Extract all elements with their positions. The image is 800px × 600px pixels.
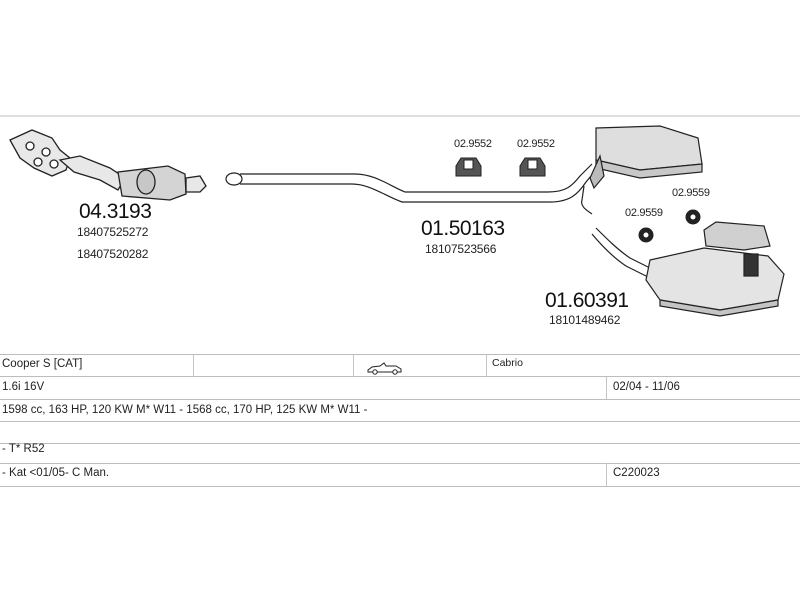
centre-silencer-drawing <box>589 125 703 190</box>
model-cell: Cooper S [CAT] <box>2 358 83 370</box>
rear-silencer-oem-ref: 18101489462 <box>549 313 621 327</box>
hanger-b-part-number: 02.9552 <box>517 138 555 150</box>
rear-silencer-part-number: 01.60391 <box>545 289 629 312</box>
cabrio-car-icon <box>367 362 402 375</box>
manifold-oem-ref-1: 18407525272 <box>77 225 149 239</box>
chassis-type-cell: - T* R52 <box>2 443 45 455</box>
ring-drawing <box>638 209 701 243</box>
specs-cell: 1598 cc, 163 HP, 120 KW M* W11 - 1568 cc… <box>2 404 368 416</box>
middle-pipe-oem-ref: 18107523566 <box>425 242 497 256</box>
body-type-cell: Cabrio <box>492 357 523 369</box>
notes-cell: - Kat <01/05- C Man. <box>2 467 110 479</box>
ring-b-part-number: 02.9559 <box>625 207 663 219</box>
exhaust-manifold-drawing <box>9 129 207 201</box>
hanger-drawing <box>455 157 546 177</box>
manifold-part-number: 04.3193 <box>79 200 152 223</box>
engine-cell: 1.6i 16V <box>2 381 45 393</box>
middle-pipe-drawing <box>225 163 597 215</box>
period-cell: 02/04 - 11/06 <box>613 381 680 393</box>
middle-pipe-part-number: 01.50163 <box>421 217 505 240</box>
reference-code-cell: C220023 <box>613 467 660 479</box>
hanger-a-part-number: 02.9552 <box>454 138 492 150</box>
manifold-oem-ref-2: 18407520282 <box>77 247 149 261</box>
ring-a-part-number: 02.9559 <box>672 187 710 199</box>
rear-silencer-drawing <box>591 221 785 317</box>
